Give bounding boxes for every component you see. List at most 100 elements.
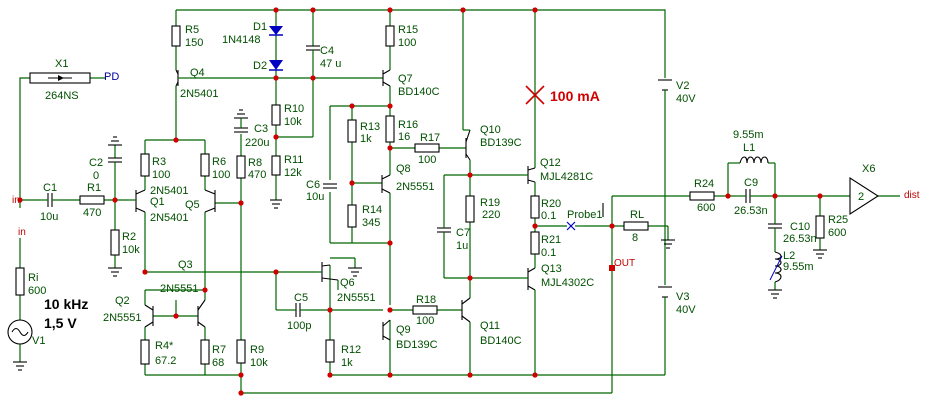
label-l2-value: 9.55m <box>783 261 814 273</box>
label-q10: Q10 <box>480 124 501 136</box>
battery-v3 <box>658 286 672 303</box>
resistor-r16 <box>385 115 395 143</box>
label-c10-value: 26.53n <box>783 233 817 245</box>
resistor-r7 <box>200 339 210 365</box>
label-r15: R15 <box>398 24 418 36</box>
capacitor-c2 <box>108 157 122 172</box>
label-r7-value: 68 <box>212 357 224 369</box>
label-c3: C3 <box>254 123 268 135</box>
ground-icon <box>813 249 827 259</box>
resistor-r17 <box>414 143 440 153</box>
transistor-q13 <box>520 267 536 291</box>
label-q3: Q3 <box>178 259 193 271</box>
label-in-2: in <box>18 227 26 238</box>
ground-icon <box>13 361 27 371</box>
component-labels: R5 150 D1 1N4148 D2 C4 47 u R15 100 X1 2… <box>12 21 920 369</box>
label-c1: C1 <box>43 182 57 194</box>
transistor-q12 <box>520 166 536 184</box>
label-current-100ma: 100 mA <box>550 88 600 104</box>
label-r21-value: 0.1 <box>541 247 556 259</box>
label-c9: C9 <box>744 177 758 189</box>
label-r1-value: 470 <box>83 207 101 219</box>
label-r3-value: 100 <box>152 169 170 181</box>
resistor-r21 <box>530 231 540 255</box>
capacitor-c10 <box>768 222 782 232</box>
label-out: OUT <box>614 258 635 269</box>
resistor-r24 <box>689 191 715 201</box>
resistor-r11 <box>271 155 281 176</box>
label-l1: L1 <box>743 142 755 154</box>
label-ri-value: 600 <box>28 285 46 297</box>
label-x1: X1 <box>55 58 68 70</box>
label-x1-value: 264NS <box>45 90 79 102</box>
capacitor-c6 <box>323 183 337 189</box>
wires <box>19 9 900 394</box>
label-q1-value: 2N5401 <box>150 212 189 224</box>
capacitor-c3 <box>234 127 248 133</box>
label-x6: X6 <box>862 163 875 175</box>
capacitor-c9 <box>735 189 760 203</box>
resistor-r8 <box>236 155 246 179</box>
label-r1: R1 <box>87 182 101 194</box>
label-l2: L2 <box>783 250 795 262</box>
label-r19-value: 220 <box>482 209 500 221</box>
label-q13-value: MJL4302C <box>541 277 594 289</box>
fuse-x1 <box>29 72 91 84</box>
label-r9-value: 10k <box>250 357 268 369</box>
label-q7: Q7 <box>398 73 413 85</box>
label-q4: Q4 <box>190 67 205 79</box>
label-r10: R10 <box>284 103 304 115</box>
junction-dots <box>17 7 823 396</box>
battery-v2 <box>658 79 672 96</box>
resistor-rl <box>623 221 649 231</box>
label-r2: R2 <box>122 231 136 243</box>
label-d1-value: 1N4148 <box>222 34 261 46</box>
resistor-r15 <box>385 25 395 47</box>
label-q8-value: 2N5551 <box>396 181 435 193</box>
label-d1: D1 <box>253 21 267 33</box>
out-marker-icon <box>609 265 615 271</box>
label-rl: RL <box>630 209 644 221</box>
label-r24-value: 600 <box>697 202 715 214</box>
resistor-r3 <box>140 153 150 177</box>
label-r18: R18 <box>416 294 436 306</box>
label-v3-value: 40V <box>676 304 696 316</box>
label-r11: R11 <box>284 154 303 166</box>
ground-icon <box>108 267 122 277</box>
resistor-ri <box>15 267 25 296</box>
label-c7: C7 <box>456 227 470 239</box>
label-ri: Ri <box>28 272 38 284</box>
resistor-r9 <box>236 339 246 364</box>
label-r7: R7 <box>212 344 226 356</box>
label-r13-value: 1k <box>360 133 372 145</box>
resistor-r18 <box>412 305 438 315</box>
label-v1: V1 <box>32 335 45 347</box>
label-c6-value: 10u <box>306 191 324 203</box>
label-q8: Q8 <box>396 163 411 175</box>
transistor-q10 <box>463 129 471 161</box>
label-v3: V3 <box>676 291 689 303</box>
resistor-r13 <box>347 119 357 143</box>
label-q6-value: 2N5551 <box>337 292 376 304</box>
resistor-r19 <box>465 195 475 223</box>
resistor-r20 <box>530 195 540 219</box>
label-rl-value: 8 <box>632 232 638 244</box>
label-c6: C6 <box>306 179 320 191</box>
label-c9-value: 26.53n <box>734 205 768 217</box>
resistor-r5 <box>171 25 181 47</box>
resistor-r12 <box>325 339 335 363</box>
label-q12-value: MJL4281C <box>540 171 593 183</box>
label-r4: R4* <box>155 340 174 352</box>
label-q7-value: BD140C <box>398 86 440 98</box>
ground-icon <box>768 289 782 299</box>
label-r5-value: 150 <box>185 37 203 49</box>
resistor-r25 <box>815 215 825 239</box>
label-r5: R5 <box>185 24 199 36</box>
resistor-r2 <box>110 229 120 256</box>
label-x6-value: 2 <box>858 191 864 203</box>
label-r6: R6 <box>212 156 226 168</box>
resistor-r14 <box>347 204 357 228</box>
label-q6: Q6 <box>340 277 355 289</box>
misc-parts <box>29 72 880 271</box>
